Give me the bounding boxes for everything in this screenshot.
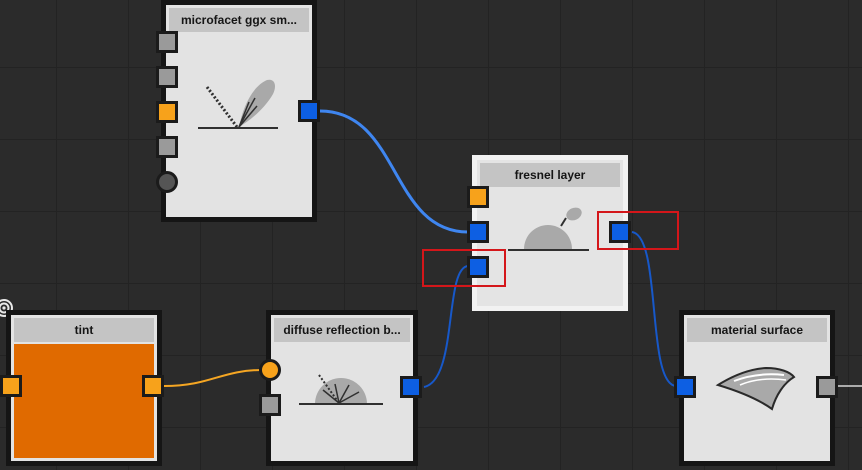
input-port-1[interactable] [156,31,178,53]
input-port[interactable] [0,375,22,397]
input-port-3[interactable] [467,256,489,278]
fresnel-dome-icon [508,207,589,251]
node-title: material surface [687,318,827,342]
input-port-5[interactable] [156,171,178,193]
input-port[interactable] [674,376,696,398]
output-port[interactable] [400,376,422,398]
node-title: tint [14,318,154,342]
surface-sheet-icon [715,366,796,411]
selection-highlight-output [597,211,679,250]
input-port-4[interactable] [156,136,178,158]
diffuse-hemisphere-icon [299,374,383,405]
input-port-1[interactable] [259,359,281,381]
output-port[interactable] [142,375,164,397]
wire-fresnel-to-material[interactable] [631,231,677,387]
wire-tint-to-diffuse[interactable] [163,369,263,387]
specular-lobe-icon [198,79,278,129]
input-port-2[interactable] [259,394,281,416]
node-title: fresnel layer [480,163,620,187]
output-port[interactable] [609,221,631,243]
selection-highlight-input [422,249,506,287]
input-port-3[interactable] [156,101,178,123]
node-title: diffuse reflection b... [274,318,410,342]
input-port-1[interactable] [467,186,489,208]
input-port-2[interactable] [467,221,489,243]
input-port-2[interactable] [156,66,178,88]
node-title: microfacet ggx sm... [169,8,309,32]
wire-microfacet-to-fresnel[interactable] [319,109,469,234]
output-port[interactable] [816,376,838,398]
concentric-rings-icon [0,299,13,317]
output-port[interactable] [298,100,320,122]
tint-color-swatch [14,344,154,458]
node-tint[interactable]: tint [6,310,162,466]
